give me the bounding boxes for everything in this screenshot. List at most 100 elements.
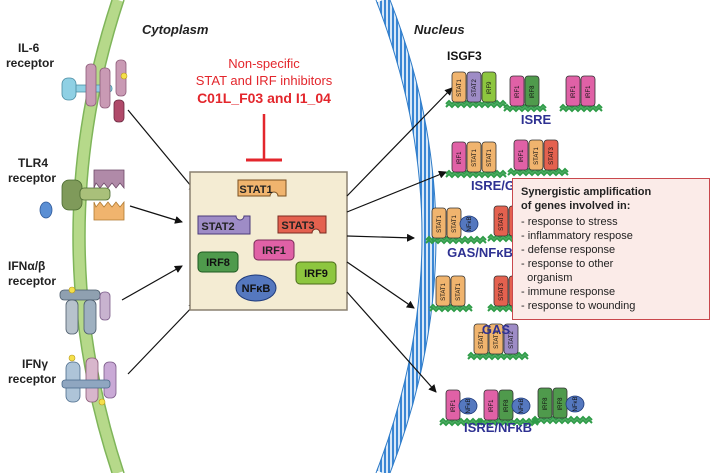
subunit-irf8: IRF8 xyxy=(524,75,540,107)
svg-text:STAT2: STAT2 xyxy=(509,330,515,348)
ifnab-label-receptor: receptor xyxy=(8,274,56,288)
subunit-stat1: STAT1 xyxy=(466,141,482,173)
svg-text:NFκB: NFκB xyxy=(242,283,271,295)
svg-text:IRF1: IRF1 xyxy=(489,399,495,413)
subunit-stat2: STAT2 xyxy=(503,323,519,355)
svg-text:STAT1: STAT1 xyxy=(472,148,478,166)
svg-text:STAT2: STAT2 xyxy=(472,78,478,96)
il6-label-receptor: receptor xyxy=(6,56,54,70)
synergy-list: - response to stress - inflammatory resp… xyxy=(521,215,701,313)
svg-text:STAT3: STAT3 xyxy=(549,146,555,164)
svg-text:STAT3: STAT3 xyxy=(499,212,505,230)
dna-strand xyxy=(445,172,507,179)
svg-text:IRF8: IRF8 xyxy=(558,397,564,411)
subunit-stat1: STAT1 xyxy=(488,323,504,355)
il6-label: IL-6 xyxy=(18,41,40,55)
subunit-irf1: IRF1 xyxy=(445,389,461,421)
inhibitor-line-2: STAT and IRF inhibitors xyxy=(196,73,333,88)
subunit-stat3: STAT3 xyxy=(493,275,509,307)
synergy-heading-1: Synergistic amplification xyxy=(521,186,652,198)
svg-text:STAT3: STAT3 xyxy=(281,220,314,232)
subunit-irf1: IRF1 xyxy=(483,389,499,421)
svg-text:NFκB: NFκB xyxy=(519,399,525,414)
dna-strand xyxy=(439,420,483,427)
arrow-to-isre-nfkb xyxy=(346,291,437,393)
label-isgf3: ISGF3 xyxy=(447,49,482,63)
svg-text:STAT1: STAT1 xyxy=(534,146,540,164)
dna-strand xyxy=(429,303,473,310)
svg-text:IRF1: IRF1 xyxy=(515,85,521,99)
svg-text:NFκB: NFκB xyxy=(466,399,472,414)
tlr4-label: TLR4 xyxy=(18,156,48,170)
svg-text:NFκB: NFκB xyxy=(573,397,579,412)
subunit-irf1: IRF1 xyxy=(513,139,529,171)
svg-text:STAT1: STAT1 xyxy=(437,214,443,232)
svg-text:IRF1: IRF1 xyxy=(571,85,577,99)
svg-text:STAT1: STAT1 xyxy=(487,148,493,166)
subunit-irf8: IRF8 xyxy=(552,387,568,419)
arrow-to-gas xyxy=(346,261,415,309)
box-stat1: STAT1 xyxy=(237,179,287,197)
subunit-nfκb: NFκB xyxy=(565,395,585,413)
dna-strand xyxy=(559,106,603,113)
dna-strand xyxy=(429,306,473,313)
svg-text:STAT1: STAT1 xyxy=(239,184,272,196)
svg-text:IRF8: IRF8 xyxy=(504,399,510,413)
subunit-stat1: STAT1 xyxy=(446,207,462,239)
label-gas: GAS xyxy=(482,322,511,337)
label-isre-nfkb: ISRE/NFκB xyxy=(464,420,532,435)
arrow-il6 xyxy=(127,109,197,193)
subunit-irf8: IRF8 xyxy=(537,387,553,419)
box-irf1: IRF1 xyxy=(253,239,295,261)
dna-strand xyxy=(425,238,487,245)
subunit-irf1: IRF1 xyxy=(580,75,596,107)
subunit-stat1: STAT1 xyxy=(451,71,467,103)
svg-text:STAT2: STAT2 xyxy=(201,221,234,233)
ifng-label-receptor: receptor xyxy=(8,372,56,386)
arrow-to-isre-gas xyxy=(346,170,447,213)
subunit-stat1: STAT1 xyxy=(431,207,447,239)
ifnab-label: IFNα/β xyxy=(8,259,45,273)
tlr4-label-receptor: receptor xyxy=(8,171,56,185)
subunit-stat1: STAT1 xyxy=(481,141,497,173)
svg-text:IRF8: IRF8 xyxy=(543,397,549,411)
dna-strand xyxy=(477,420,539,427)
arrow-ifnab xyxy=(121,265,183,301)
dna-strand xyxy=(467,354,529,361)
label-gas-nfkb: GAS/NFκB xyxy=(447,245,513,260)
subunit-stat1: STAT1 xyxy=(435,275,451,307)
synergy-box: Synergistic amplification of genes invol… xyxy=(512,178,710,320)
svg-text:STAT3: STAT3 xyxy=(499,282,505,300)
subunit-stat3: STAT3 xyxy=(543,139,559,171)
dna-strand xyxy=(531,418,593,425)
synergy-item: - immune response xyxy=(521,286,616,298)
synergy-item: organism xyxy=(521,272,573,284)
subunit-nfκb: NFκB xyxy=(459,215,479,233)
arrow-to-gas-nfkb xyxy=(346,233,415,242)
svg-text:IRF8: IRF8 xyxy=(206,257,230,269)
subunit-irf1: IRF1 xyxy=(451,141,467,173)
dna-strand xyxy=(445,102,507,109)
subunit-nfκb: NFκB xyxy=(458,397,478,415)
arrow-to-isgf3 xyxy=(346,87,453,197)
synergy-item: - response to stress xyxy=(521,216,618,228)
cell-membrane xyxy=(73,0,124,473)
synergy-item: - inflammatory respose xyxy=(521,230,633,242)
box-irf8: IRF8 xyxy=(197,251,239,273)
dna-strand xyxy=(503,106,547,113)
svg-text:IRF1: IRF1 xyxy=(457,151,463,165)
subunit-stat1: STAT1 xyxy=(450,275,466,307)
box-stat2: STAT2 xyxy=(197,215,251,235)
svg-text:IRF1: IRF1 xyxy=(262,245,286,257)
svg-text:STAT1: STAT1 xyxy=(457,78,463,96)
box-irf9: IRF9 xyxy=(295,261,337,285)
il6-receptor-icon xyxy=(61,59,128,123)
svg-text:IRF8: IRF8 xyxy=(530,85,536,99)
synergy-item: - response to wounding xyxy=(521,300,636,312)
dna-strand xyxy=(503,103,547,110)
cytoplasm-label: Cytoplasm xyxy=(142,22,209,37)
svg-text:IRF9: IRF9 xyxy=(487,81,493,95)
subunit-stat1: STAT1 xyxy=(528,139,544,171)
subunit-irf1: IRF1 xyxy=(509,75,525,107)
synergy-item: - response to other xyxy=(521,258,614,270)
